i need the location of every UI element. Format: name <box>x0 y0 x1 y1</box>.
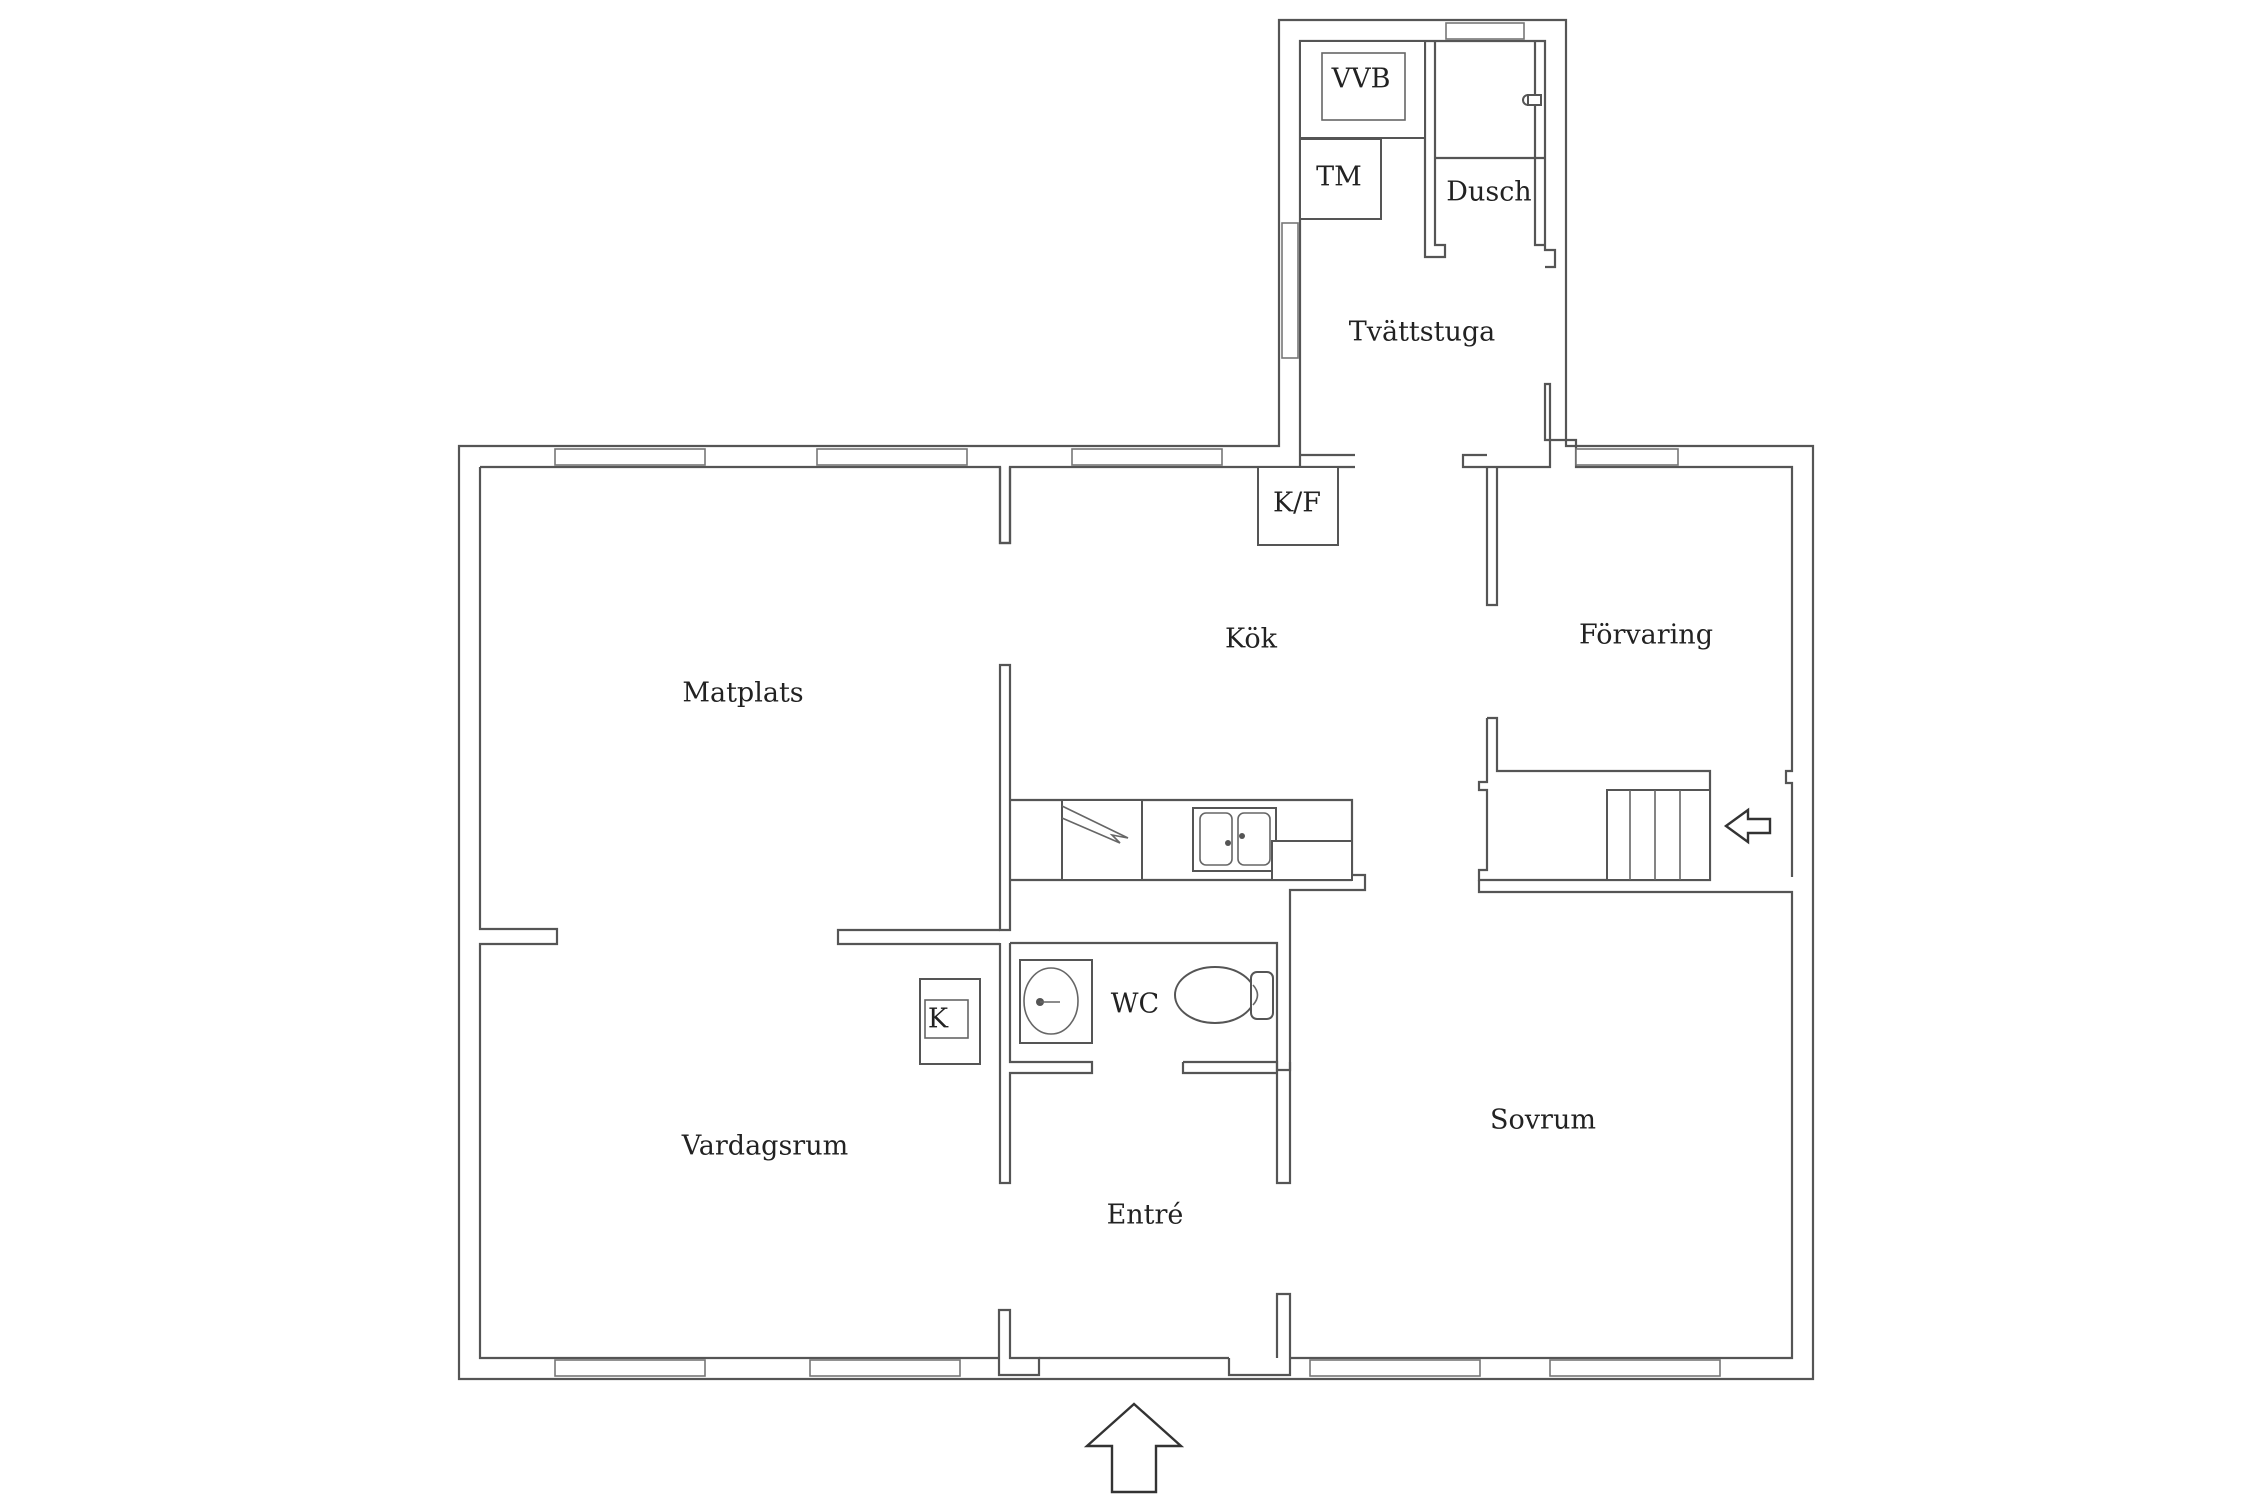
interior-walls <box>836 41 1712 1377</box>
room-label-vardagsrum: Vardagsrum <box>681 1131 848 1162</box>
room-label-dusch: Dusch <box>1446 177 1531 208</box>
room-label-vvb: VVB <box>1331 64 1391 95</box>
room-labels: VVB TM Dusch Tvättstuga K/F Kök Förvarin… <box>681 64 1713 1231</box>
outer-walls <box>457 18 1815 1381</box>
kf-unit <box>1257 466 1339 546</box>
k-unit <box>919 978 981 1065</box>
arrow-left-icon <box>1723 807 1772 845</box>
room-label-k: K <box>928 1004 949 1035</box>
windows <box>554 22 1721 1377</box>
room-label-kok: Kök <box>1225 624 1278 655</box>
arrow-up-icon <box>1083 1402 1185 1494</box>
room-label-wc: WC <box>1111 989 1159 1020</box>
toilet-icon <box>1174 966 1274 1024</box>
room-label-matplats: Matplats <box>682 678 803 709</box>
room-label-forvaring: Förvaring <box>1579 620 1713 651</box>
room-label-entre: Entré <box>1107 1200 1184 1231</box>
vvb-unit <box>1299 40 1426 139</box>
fixtures <box>919 40 1711 1065</box>
shower-tap-icon <box>1522 94 1542 106</box>
room-label-kf: K/F <box>1273 488 1321 519</box>
room-label-sovrum: Sovrum <box>1490 1105 1596 1136</box>
room-label-tvattstuga: Tvättstuga <box>1349 317 1496 348</box>
room-label-tm: TM <box>1316 162 1362 193</box>
stairs-icon <box>1606 789 1711 881</box>
kitchen-sink-icon <box>1192 807 1277 872</box>
sink-icon <box>1019 959 1093 1044</box>
stove-icon <box>1061 799 1143 881</box>
tm-unit <box>1299 138 1382 220</box>
